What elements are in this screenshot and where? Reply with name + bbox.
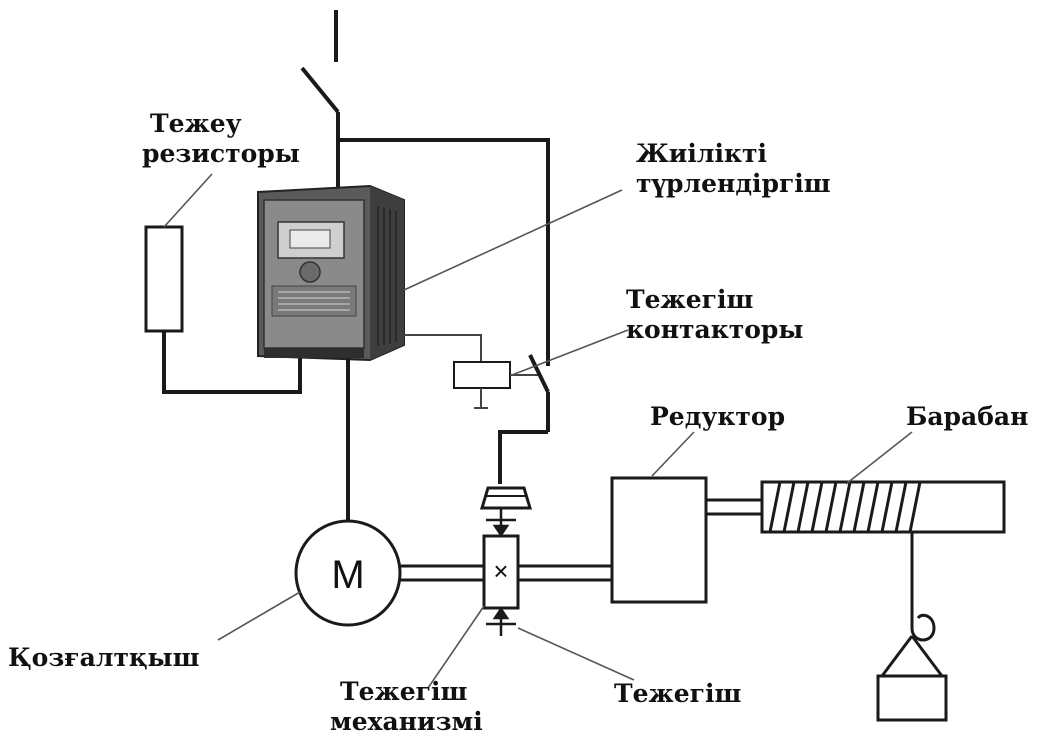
leader-lines — [163, 173, 913, 689]
brake-resistor — [144, 225, 184, 333]
frequency-converter-label: Жиілікті түрлендіргіш — [636, 139, 831, 199]
coupling-symbol: × — [493, 556, 508, 586]
brake-resistor-label: Тежеу резисторы — [142, 109, 300, 169]
control-wire — [404, 334, 482, 362]
drum-shaft — [706, 498, 762, 516]
crane-hook-icon — [910, 612, 936, 642]
motor-label: Қозғалтқыш — [8, 643, 200, 672]
motor-symbol — [294, 519, 402, 627]
brake-mechanism-label-line2: механизмі — [330, 707, 483, 736]
load-weight-icon — [876, 635, 948, 722]
main-switch-icon — [300, 10, 340, 196]
frequency-converter-icon — [257, 184, 405, 362]
brake-contactor-label-line2: контакторы — [626, 315, 804, 344]
brake-resistor-label-line2: резисторы — [142, 139, 300, 168]
brake-shoe-arrows — [486, 508, 516, 636]
brake-mechanism-label: Тежегіш механизмі — [330, 677, 483, 737]
brake-contactor-label: Тежегіш контакторы — [626, 285, 803, 345]
brake-contactor-label-line1: Тежегіш — [626, 285, 754, 314]
brake-mechanism-label-line1: Тежегіш — [340, 677, 468, 706]
drum-icon — [760, 480, 1006, 534]
brake-label: Тежегіш — [614, 679, 742, 708]
output-shaft — [518, 564, 612, 582]
brake-actuator-icon — [479, 486, 533, 510]
brake-supply-wire — [498, 430, 548, 484]
drum-label: Барабан — [906, 402, 1029, 431]
brake-resistor-label-line1: Тежеу — [150, 109, 242, 138]
frequency-converter-label-line1: Жиілікті — [636, 139, 768, 168]
resistor-wire — [162, 331, 302, 394]
reducer-label: Редуктор — [650, 402, 786, 431]
reducer-box — [610, 476, 708, 604]
motor-symbol-label: М — [331, 553, 364, 597]
motor-shaft — [400, 564, 484, 582]
brake-contactor — [453, 354, 550, 432]
supply-branch-wire — [338, 138, 550, 366]
frequency-converter-label-line2: түрлендіргіш — [636, 169, 831, 198]
